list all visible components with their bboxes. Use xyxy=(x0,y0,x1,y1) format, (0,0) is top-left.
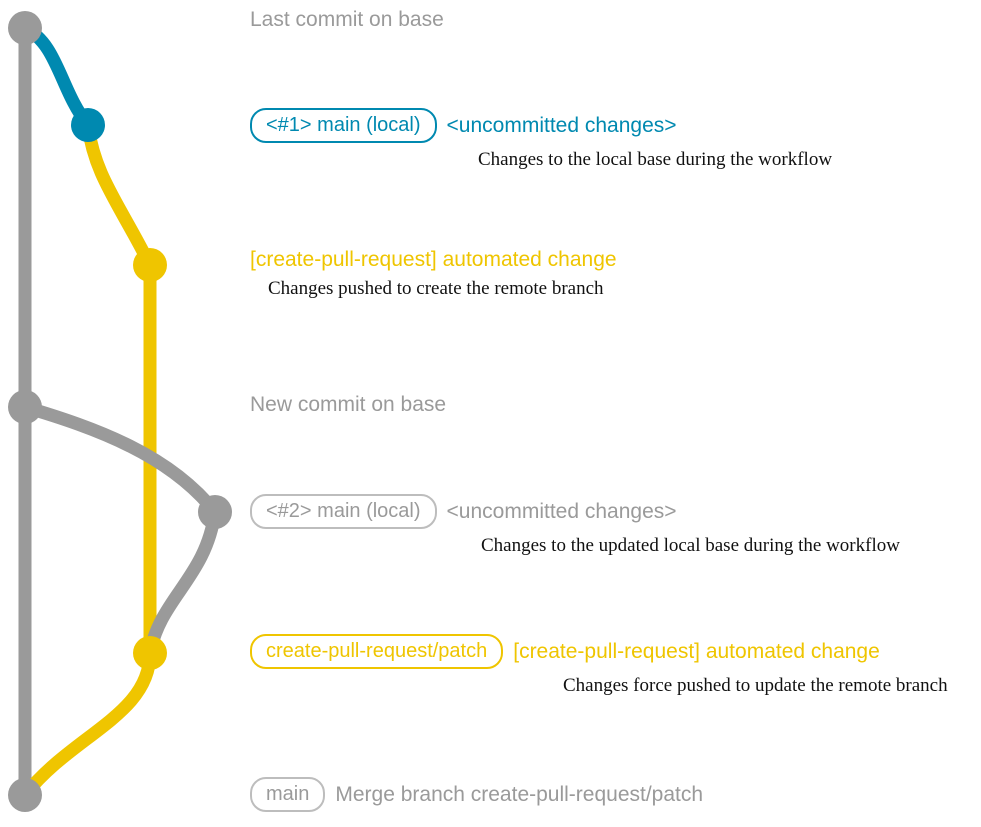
commit-note: Changes to the updated local base during… xyxy=(481,535,900,556)
commit-graph xyxy=(8,11,232,812)
commit-row-main: <#2> main (local) <uncommitted changes> xyxy=(250,494,677,529)
commit-subject: <uncommitted changes> xyxy=(446,113,677,137)
commit-subject: Last commit on base xyxy=(250,8,444,31)
commit-row-main: New commit on base xyxy=(250,393,446,417)
commit-row-last-commit: Last commit on base xyxy=(250,8,444,32)
commit-note: Changes to the local base during the wor… xyxy=(478,149,833,170)
commit-row-main: main Merge branch create-pull-request/pa… xyxy=(250,777,703,812)
patch-branch-line xyxy=(81,118,157,660)
commit-row-local-2: <#2> main (local) <uncommitted changes> … xyxy=(250,494,900,557)
node-local-2[interactable] xyxy=(198,495,232,529)
commit-row-patch-2: create-pull-request/patch [create-pull-r… xyxy=(250,634,948,697)
commit-subject: [create-pull-request] automated change xyxy=(250,248,617,271)
commit-row-patch-1: [create-pull-request] automated change C… xyxy=(250,248,617,300)
ref-badge-main-local-1[interactable]: <#1> main (local) xyxy=(250,108,437,143)
node-merge[interactable] xyxy=(8,778,42,812)
commit-subject: [create-pull-request] automated change xyxy=(513,639,880,663)
node-patch-1[interactable] xyxy=(133,248,167,282)
node-last-commit[interactable] xyxy=(8,11,42,45)
commit-subject: New commit on base xyxy=(250,393,447,416)
commit-subject: Merge branch create-pull-request/patch xyxy=(335,782,704,806)
node-patch-2[interactable] xyxy=(133,636,167,670)
patch-merge-line xyxy=(18,646,157,802)
commit-row-main: [create-pull-request] automated change xyxy=(250,248,617,272)
ref-badge-create-pull-request-patch[interactable]: create-pull-request/patch xyxy=(250,634,504,669)
commit-row-local-1: <#1> main (local) <uncommitted changes> … xyxy=(250,108,832,171)
commit-row-main: <#1> main (local) <uncommitted changes> xyxy=(250,108,677,143)
ref-badge-main-local-2[interactable]: <#2> main (local) xyxy=(250,494,437,529)
commit-row-main: create-pull-request/patch [create-pull-r… xyxy=(250,634,880,669)
commit-row-new-commit: New commit on base xyxy=(250,393,446,417)
local2-branch-line xyxy=(18,400,222,519)
commit-row-merge: main Merge branch create-pull-request/pa… xyxy=(250,777,703,812)
local2-to-patch-line xyxy=(143,505,222,660)
commit-subject: <uncommitted changes> xyxy=(446,499,677,523)
commit-note: Changes force pushed to update the remot… xyxy=(563,675,948,696)
node-local-1[interactable] xyxy=(71,108,105,142)
ref-badge-main[interactable]: main xyxy=(250,777,326,812)
commit-note: Changes pushed to create the remote bran… xyxy=(268,278,604,299)
node-new-commit[interactable] xyxy=(8,390,42,424)
local-branch-line xyxy=(18,21,95,132)
commit-row-main: Last commit on base xyxy=(250,8,444,32)
